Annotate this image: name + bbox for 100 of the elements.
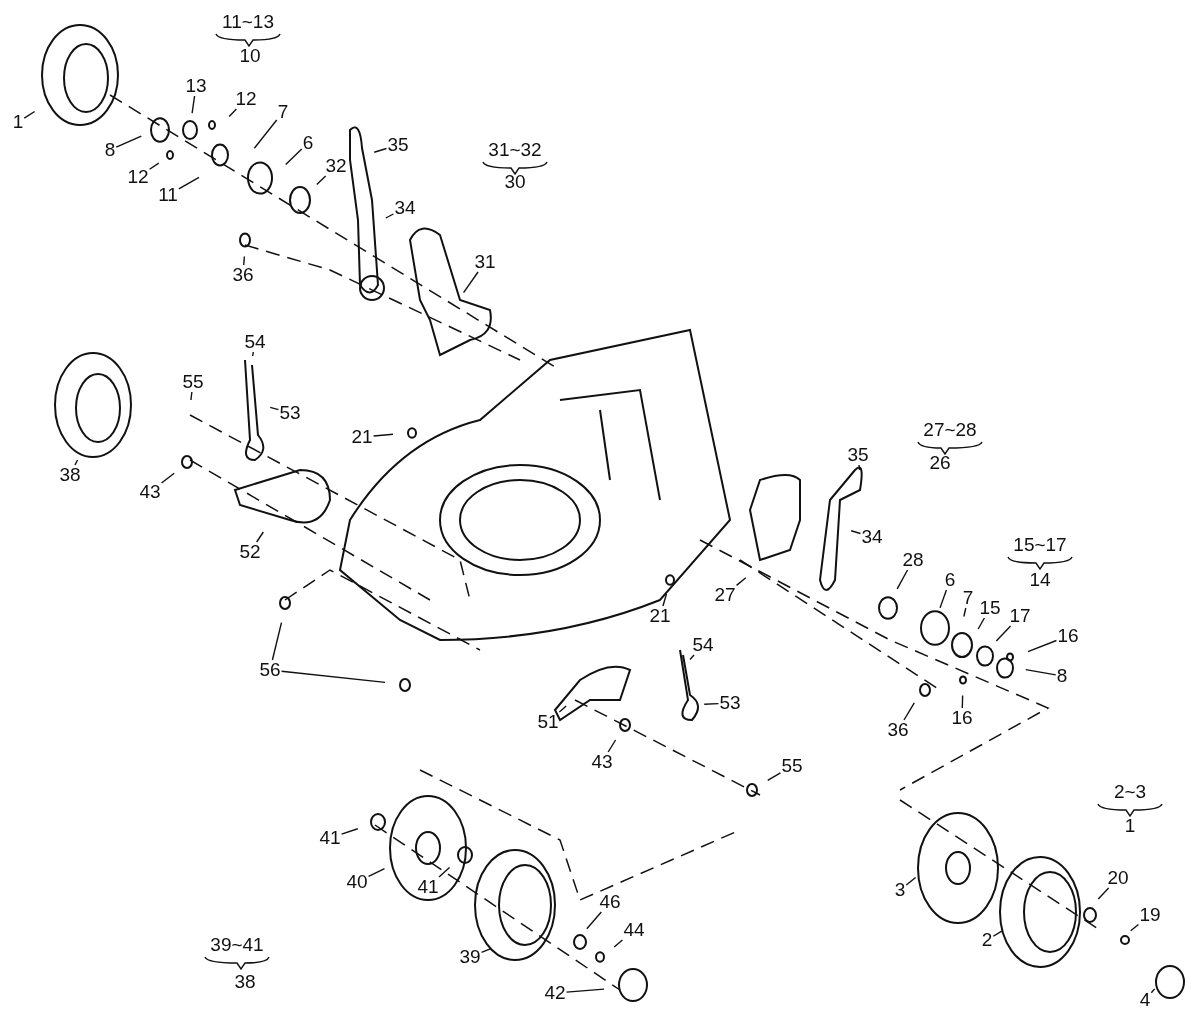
assembly-number: 14 <box>1029 570 1051 590</box>
callout-number: 54 <box>691 635 715 655</box>
callout-number: 6 <box>301 133 315 153</box>
callout-number: 8 <box>1055 666 1069 686</box>
leader-line <box>160 472 175 484</box>
callout-number: 42 <box>543 983 567 1003</box>
callout-number: 6 <box>943 570 957 590</box>
callout-number: 51 <box>536 712 560 732</box>
leader-line <box>462 271 479 294</box>
leader-line <box>316 175 327 186</box>
callout-number: 27 <box>713 585 737 605</box>
leader-line <box>148 162 160 170</box>
leader-line <box>255 531 265 543</box>
leader-line <box>703 702 720 705</box>
callout-number: 32 <box>324 156 348 176</box>
callout-number: 21 <box>350 427 374 447</box>
leader-line <box>191 95 196 114</box>
leader-line <box>340 828 359 835</box>
callout-number: 41 <box>318 828 342 848</box>
leader-line <box>961 694 964 709</box>
callout-number: 28 <box>901 550 925 570</box>
leader-line <box>367 867 386 878</box>
leader-line <box>607 739 617 753</box>
callout-number: 34 <box>393 198 417 218</box>
callout-number: 46 <box>598 892 622 912</box>
leader-line <box>1150 988 1156 994</box>
callout-number: 11 <box>157 185 179 205</box>
callout-number: 36 <box>231 265 255 285</box>
leader-line <box>558 705 567 713</box>
leader-line <box>269 406 280 411</box>
part-range-label: 2~3 <box>1113 782 1147 802</box>
leader-line <box>1130 923 1140 932</box>
callout-number: 2 <box>980 930 994 950</box>
callout-number: 7 <box>961 588 975 608</box>
callout-number: 21 <box>648 606 672 626</box>
part-range-label: 39~41 <box>210 935 264 955</box>
callout-number: 16 <box>950 708 974 728</box>
leader-line <box>905 876 917 886</box>
callout-number: 39 <box>458 947 482 967</box>
part-range-label: 15~17 <box>1013 535 1067 555</box>
leader-line <box>285 148 303 166</box>
callout-number: 53 <box>718 693 742 713</box>
leader-line <box>662 593 668 607</box>
leader-line <box>939 589 948 609</box>
leader-line <box>586 911 603 930</box>
leader-line <box>190 391 193 401</box>
callout-number: 8 <box>103 140 117 160</box>
leader-line <box>977 617 986 630</box>
leader-line <box>1025 668 1057 676</box>
callout-number: 36 <box>886 720 910 740</box>
callout-number: 20 <box>1106 868 1130 888</box>
leader-line <box>271 621 283 661</box>
leader-line <box>850 530 862 535</box>
callout-number: 44 <box>622 920 646 940</box>
leader-line <box>767 772 782 782</box>
assembly-number: 10 <box>239 46 261 66</box>
leader-line <box>251 351 255 357</box>
callout-number: 41 <box>416 877 440 897</box>
callout-number: 16 <box>1056 626 1080 646</box>
callout-number: 43 <box>590 752 614 772</box>
leader-line <box>1027 639 1058 653</box>
callout-number: 40 <box>345 872 369 892</box>
leader-line <box>735 576 747 587</box>
callout-number: 19 <box>1138 905 1162 925</box>
leader-line <box>480 948 492 954</box>
leader-line <box>74 459 79 466</box>
leader-line <box>373 147 388 153</box>
leader-line <box>689 654 695 661</box>
callout-number: 35 <box>386 135 410 155</box>
leader-line <box>253 119 278 149</box>
leader-line <box>243 255 246 266</box>
leader-line <box>903 702 915 721</box>
callout-number: 53 <box>278 403 302 423</box>
leader-line <box>963 607 967 618</box>
callout-number: 17 <box>1008 606 1032 626</box>
callout-number: 31 <box>473 252 497 272</box>
callout-number: 56 <box>258 660 282 680</box>
assembly-number: 1 <box>1124 816 1136 836</box>
leader-line <box>280 670 386 684</box>
callout-number: 4 <box>1138 990 1152 1010</box>
callout-number: 52 <box>238 542 262 562</box>
callout-number: 55 <box>780 756 804 776</box>
leader-line <box>372 433 394 437</box>
leader-line <box>896 569 909 590</box>
callout-number: 35 <box>846 445 870 465</box>
assembly-number: 30 <box>504 172 526 192</box>
leader-line <box>1097 887 1110 900</box>
leader-line <box>995 625 1012 642</box>
leader-line <box>565 988 605 993</box>
callout-number: 7 <box>276 102 290 122</box>
leader-line <box>385 213 395 219</box>
callout-number: 12 <box>126 167 150 187</box>
callout-number: 55 <box>181 372 205 392</box>
assembly-number: 38 <box>234 972 256 992</box>
callout-number: 15 <box>978 598 1002 618</box>
callout-number: 13 <box>184 76 208 96</box>
callout-number: 12 <box>234 89 258 109</box>
assembly-number: 26 <box>929 453 951 473</box>
part-range-label: 31~32 <box>488 140 542 160</box>
leader-line <box>438 866 451 878</box>
